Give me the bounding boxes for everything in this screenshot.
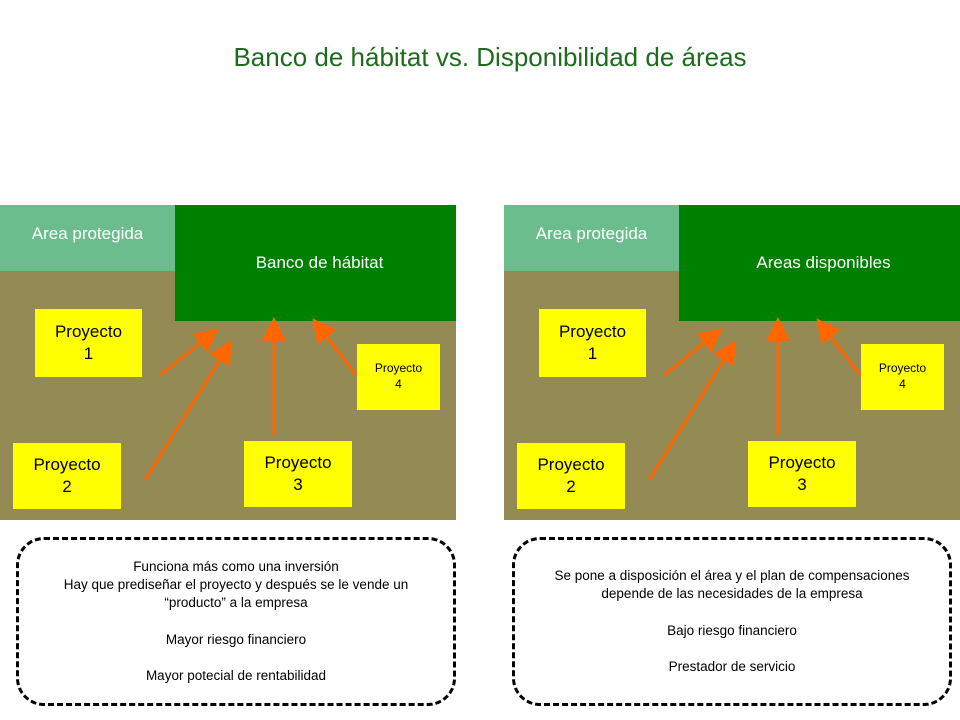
areas-disponibles-note: Se pone a disposición el área y el plan …	[512, 537, 952, 706]
note-line: Hay que prediseñar el proyecto y después…	[63, 577, 409, 611]
page-title: Banco de hábitat vs. Disponibilidad de á…	[233, 42, 747, 72]
arrows-right	[647, 317, 862, 481]
proyecto-3-box: Proyecto 3	[748, 441, 856, 507]
area-protegida-box: Area protegida	[504, 205, 679, 271]
arrows-left	[143, 317, 358, 481]
note-line: Mayor potecial de rentabilidad	[145, 667, 327, 683]
arrow-proyecto-2	[647, 339, 737, 481]
proyecto-2-box: Proyecto 2	[517, 443, 625, 509]
arrow-proyecto-4	[312, 318, 358, 376]
note-line: Se pone a disposición el área y el plan …	[554, 568, 910, 602]
proyecto-4-box: Proyecto 4	[357, 344, 440, 410]
note-line: Prestador de servicio	[668, 658, 796, 674]
note-line: Funciona más como una inversión	[133, 558, 339, 574]
areas-disponibles-box: Areas disponibles	[679, 205, 960, 321]
banco-habitat-panel: Area protegida Banco de hábitat Proyecto…	[0, 205, 456, 520]
proyecto-4-box: Proyecto 4	[861, 344, 944, 410]
banco-habitat-box: Banco de hábitat	[175, 205, 456, 321]
area-protegida-box: Area protegida	[0, 205, 175, 271]
arrow-proyecto-2	[143, 339, 233, 481]
arrow-proyecto-4	[816, 318, 862, 376]
areas-disponibles-panel: Area protegida Areas disponibles Proyect…	[504, 205, 960, 520]
proyecto-3-box: Proyecto 3	[244, 441, 352, 507]
arrow-proyecto-1	[663, 328, 723, 377]
proyecto-2-box: Proyecto 2	[13, 443, 121, 509]
proyecto-1-box: Proyecto 1	[35, 309, 142, 377]
proyecto-1-box: Proyecto 1	[539, 309, 646, 377]
note-line: Mayor riesgo financiero	[165, 631, 307, 647]
banco-habitat-note: Funciona más como una inversión Hay que …	[16, 537, 456, 706]
note-line: Bajo riesgo financiero	[667, 622, 797, 638]
arrow-proyecto-1	[159, 328, 219, 377]
